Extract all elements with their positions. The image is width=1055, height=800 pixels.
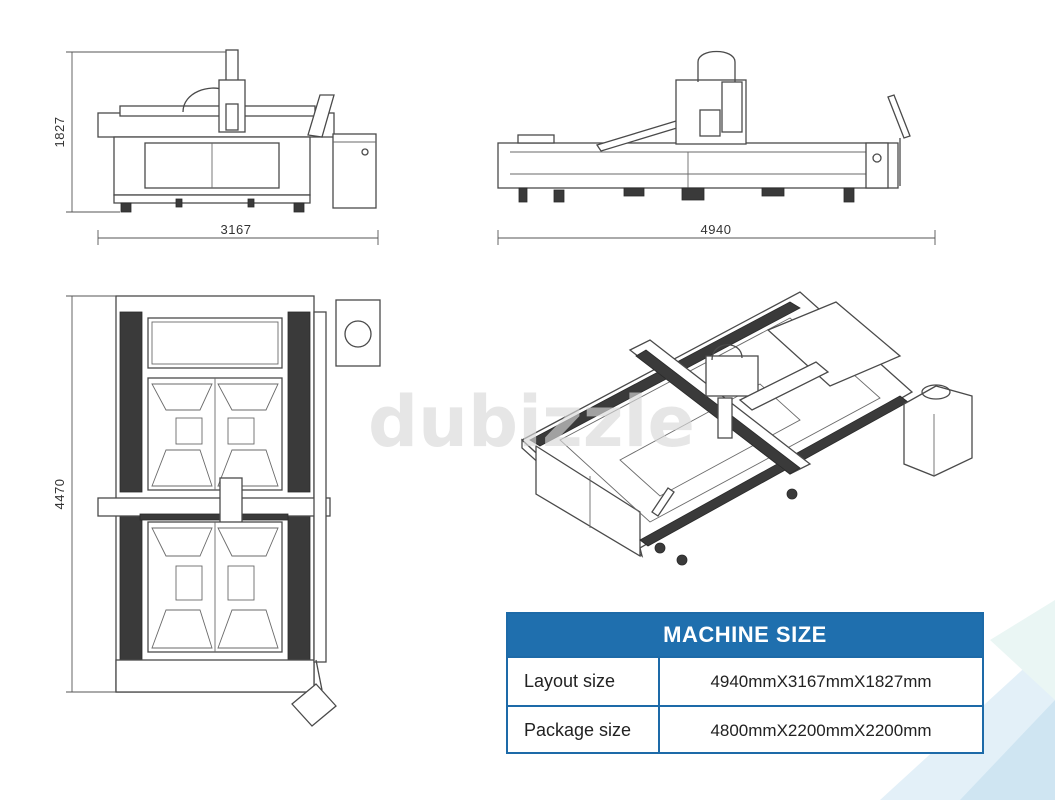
table-title: MACHINE SIZE (508, 614, 982, 656)
table-row-value: 4800mmX2200mmX2200mm (710, 720, 932, 740)
machine-size-table: MACHINE SIZE Layout size 4940mmX3167mmX1… (506, 612, 984, 754)
isometric-view (520, 291, 973, 566)
table-row-value: 4940mmX3167mmX1827mm (710, 671, 932, 691)
table-row: Layout size 4940mmX3167mmX1827mm (508, 656, 982, 705)
dim-side-length: 4940 (701, 222, 732, 237)
dim-top-length: 4470 (52, 479, 67, 510)
table-row: Package size 4800mmX2200mmX2200mm (508, 705, 982, 754)
table-row-label: Layout size (508, 658, 660, 705)
dim-front-width: 3167 (221, 222, 252, 237)
dim-front-height: 1827 (52, 117, 67, 148)
table-row-label: Package size (508, 707, 660, 754)
top-view (66, 295, 381, 727)
front-view (66, 49, 379, 245)
side-view (497, 50, 936, 245)
watermark: dubizzle (368, 381, 695, 463)
